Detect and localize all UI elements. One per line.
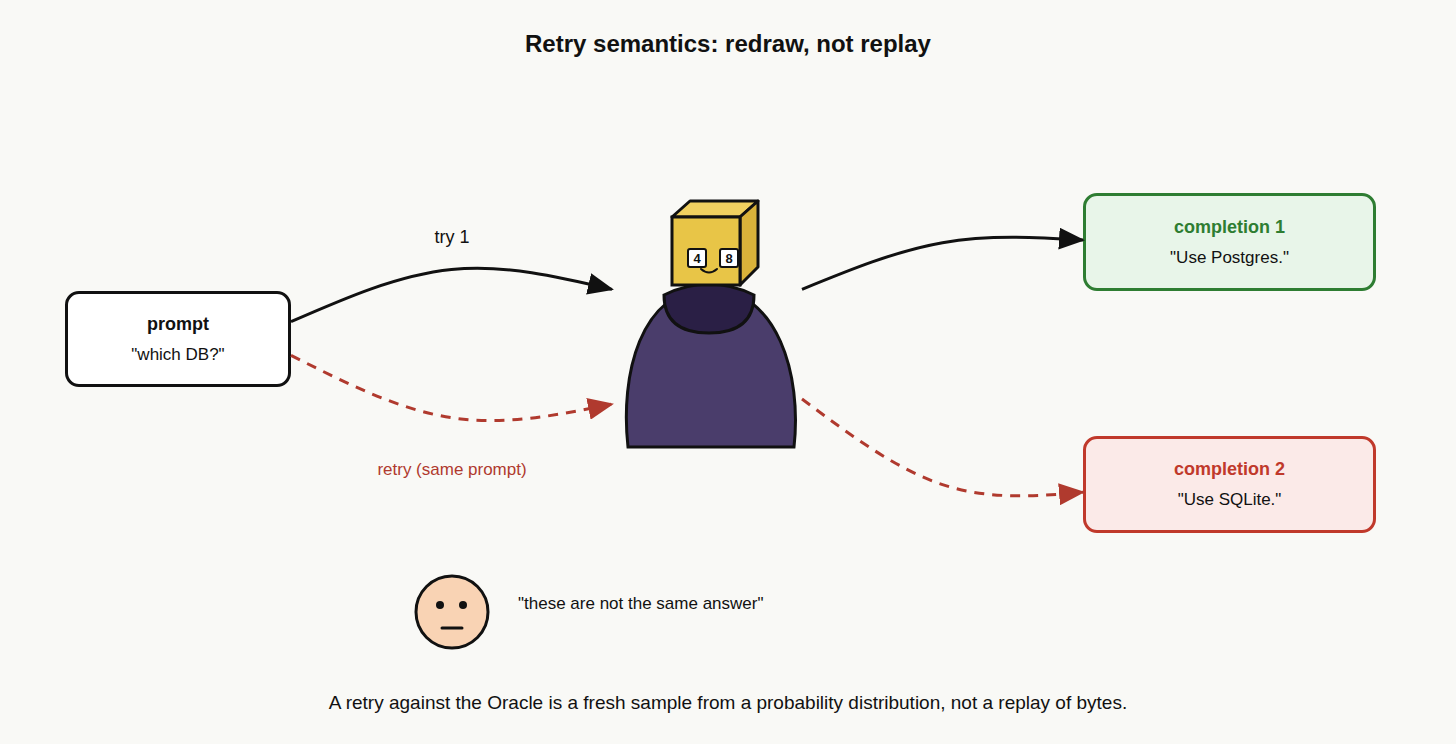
face-eye	[459, 601, 467, 609]
box-body: "Use SQLite."	[1178, 490, 1282, 510]
completion-box: completion 1 "Use Postgres."	[1083, 193, 1376, 291]
confused-face	[416, 576, 488, 648]
eye-number: 8	[719, 248, 739, 268]
oracle-figure: 48	[612, 195, 802, 450]
oracle-collar	[664, 284, 754, 333]
face-eye	[436, 601, 444, 609]
flow-arrow	[802, 237, 1083, 289]
oracle-smile	[701, 269, 717, 273]
flow-arrow	[291, 268, 612, 321]
diagram-caption: A retry against the Oracle is a fresh sa…	[0, 692, 1456, 714]
completion-box: completion 2 "Use SQLite."	[1083, 436, 1376, 533]
face-mouth	[442, 627, 462, 630]
box-heading: prompt	[147, 314, 209, 335]
edge-label: try 1	[434, 227, 469, 248]
cube-side	[740, 201, 758, 285]
box-body: "Use Postgres."	[1170, 248, 1289, 268]
oracle-drawing	[612, 195, 802, 450]
box-heading: completion 1	[1174, 217, 1285, 238]
eye-number: 4	[687, 248, 707, 268]
edge-label: retry (same prompt)	[377, 460, 526, 480]
cube-face	[672, 217, 740, 285]
face-head	[416, 576, 488, 648]
note-text: "these are not the same answer"	[518, 594, 763, 614]
flow-arrow	[802, 399, 1083, 496]
prompt-box: prompt "which DB?"	[65, 291, 291, 387]
box-heading: completion 2	[1174, 459, 1285, 480]
diagram-title: Retry semantics: redraw, not replay	[0, 30, 1456, 58]
box-body: "which DB?"	[131, 345, 224, 365]
flow-arrow	[291, 355, 612, 420]
